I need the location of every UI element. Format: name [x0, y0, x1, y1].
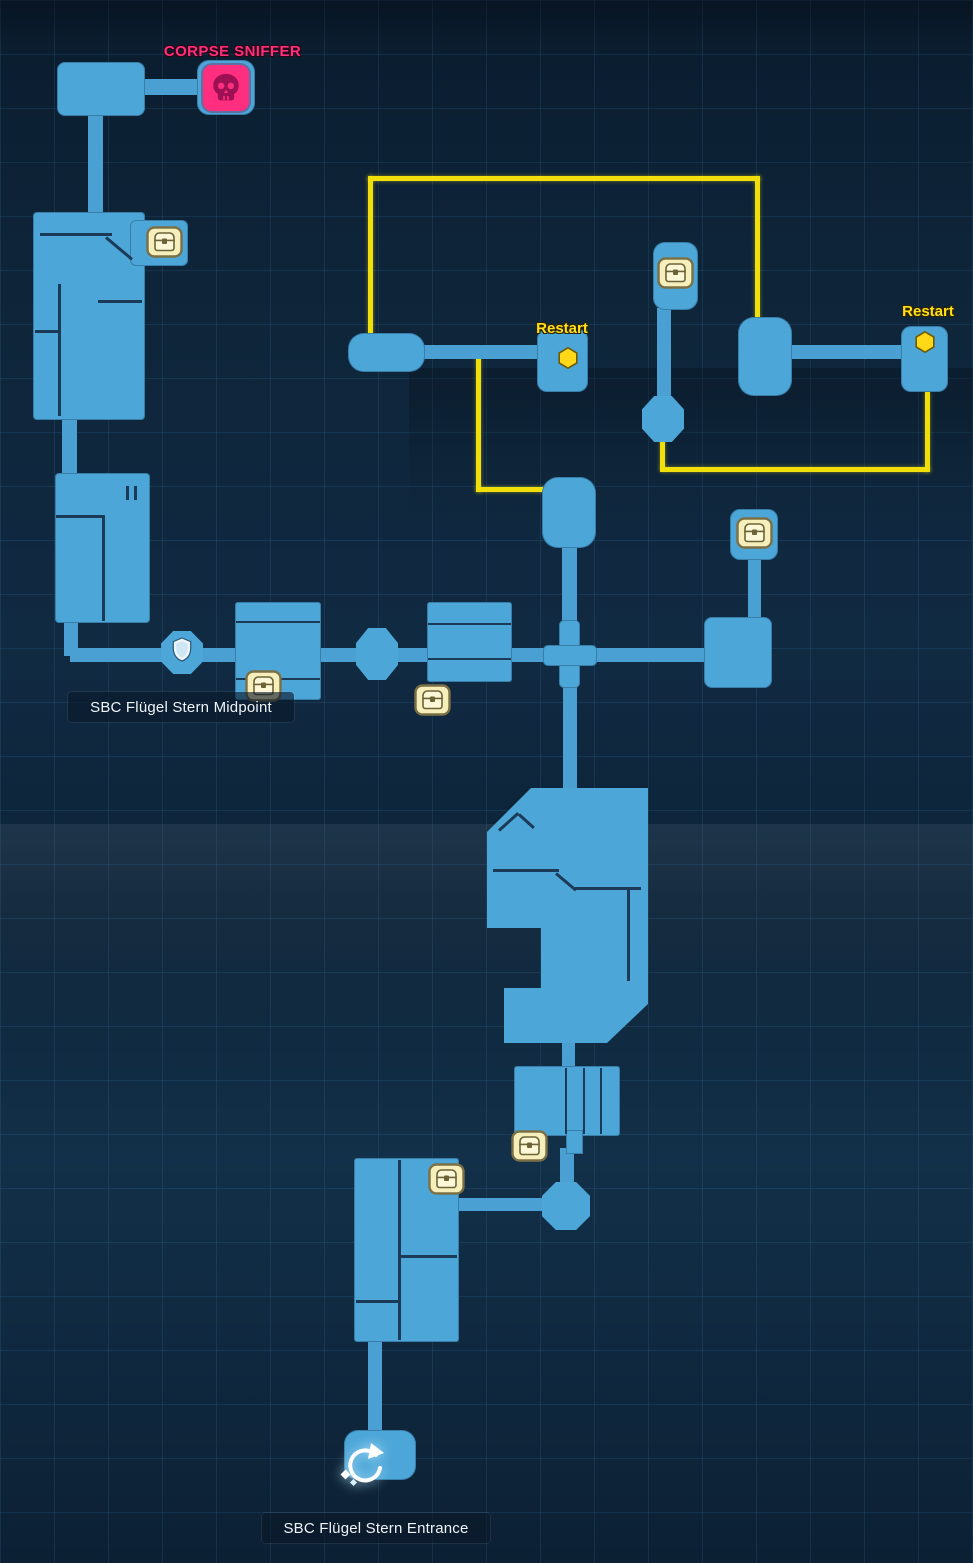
entrance-label: SBC Flügel Stern Entrance	[262, 1513, 490, 1543]
midpoint-label: SBC Flügel Stern Midpoint	[68, 692, 294, 722]
room-detail-line	[493, 869, 559, 872]
room-detail-line	[565, 1068, 567, 1134]
skull-icon	[209, 71, 243, 105]
room-midpoint-east	[427, 602, 512, 682]
room-detail-line	[356, 1300, 398, 1303]
room-center-pill	[542, 477, 596, 548]
shield-icon	[172, 637, 192, 662]
chest-icon	[428, 1163, 465, 1195]
room-upper-pill-west	[348, 333, 425, 372]
map-corridor	[563, 685, 577, 789]
room-detail-line	[575, 887, 641, 890]
map-corridor	[562, 1040, 575, 1070]
junction-cross	[543, 645, 597, 666]
junction-octagon-west	[356, 628, 398, 680]
chest-icon	[414, 684, 451, 716]
map-corridor	[88, 112, 103, 216]
chest-icon	[511, 1130, 548, 1162]
chest-icon	[657, 257, 694, 289]
room-detail-line	[134, 486, 137, 500]
chest-icon	[146, 226, 183, 258]
room-large-central	[487, 788, 648, 1043]
route-path-segment	[368, 176, 760, 181]
restart-label: Restart	[902, 303, 954, 320]
boss-name-label: CORPSE SNIFFER	[163, 43, 302, 60]
map-corridor	[64, 618, 78, 656]
room-upper-pill-east	[738, 317, 792, 396]
map-corridor	[422, 345, 540, 359]
room-west-complex	[33, 212, 145, 420]
route-path-segment	[476, 356, 481, 492]
route-path-segment	[476, 487, 558, 492]
restart-label: Restart	[536, 320, 588, 337]
room-detail-line	[102, 515, 105, 621]
room-detail-line	[236, 621, 320, 623]
restart-hexagon-icon[interactable]	[913, 330, 937, 354]
room-detail-line	[398, 1160, 401, 1340]
room-detail-line	[40, 233, 112, 236]
map-corridor	[562, 544, 577, 624]
room-detail-line	[401, 1255, 457, 1258]
route-path-segment	[660, 438, 665, 470]
room-east	[704, 617, 772, 688]
map-corridor	[748, 556, 761, 620]
map-corridor	[62, 415, 77, 477]
junction-octagon-north	[642, 396, 684, 442]
room-detail-line	[428, 658, 511, 660]
map-corridor	[560, 1148, 574, 1186]
room-detail-line	[58, 284, 61, 416]
chest-icon	[736, 517, 773, 549]
map-corridor	[142, 79, 200, 95]
room-northwest	[57, 62, 145, 116]
map-corridor	[368, 1338, 382, 1434]
room-detail-line	[627, 889, 630, 981]
room-detail-line	[600, 1068, 602, 1134]
room-detail-line	[428, 623, 511, 625]
route-path-segment	[368, 176, 373, 336]
boss-marker	[203, 65, 249, 111]
room-detail-line	[583, 1068, 585, 1134]
room-detail-line	[126, 486, 129, 500]
room-lower-striped-tail	[566, 1130, 583, 1154]
route-path-segment	[925, 392, 930, 472]
room-detail-line	[35, 330, 61, 333]
map-corridor	[657, 308, 671, 400]
restart-hexagon-icon[interactable]	[556, 346, 580, 370]
room-lower-striped	[514, 1066, 620, 1136]
route-path-segment	[755, 176, 760, 320]
map-corridor	[790, 345, 904, 359]
teleport-icon[interactable]	[336, 1438, 390, 1492]
route-path-segment	[660, 467, 930, 472]
map-corridor	[448, 1198, 546, 1211]
room-detail-line	[56, 515, 104, 518]
room-detail-line	[98, 300, 142, 303]
junction-octagon-south	[542, 1182, 590, 1230]
